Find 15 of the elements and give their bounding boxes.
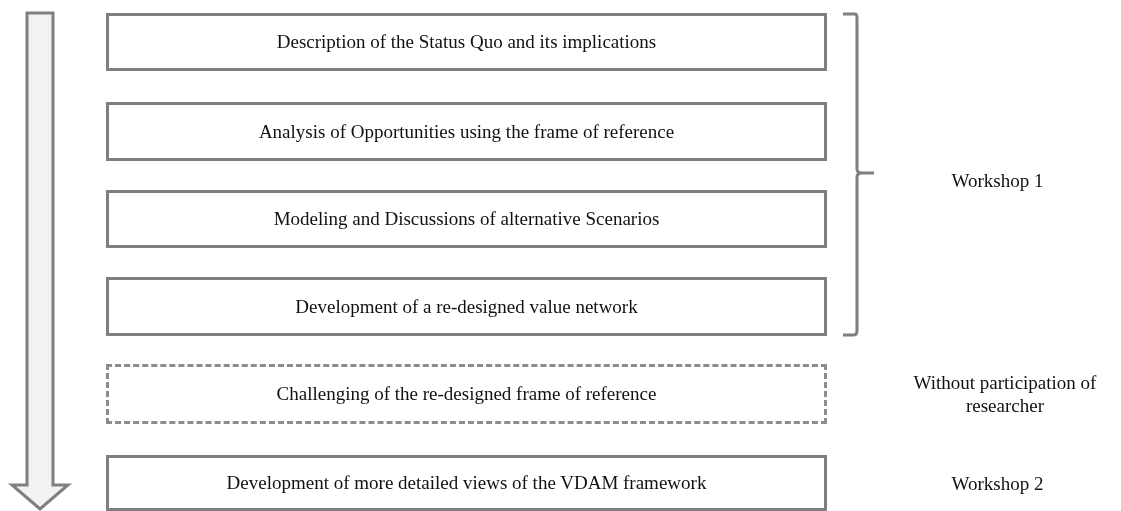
process-box — [106, 190, 827, 248]
step-text: Modeling and Discussions of alternative Scenarios — [273, 208, 660, 230]
step-text: Development of more detailed views of the VDAM framework — [226, 472, 707, 494]
step-text: Analysis of Opportunities using the frame of reference — [258, 120, 675, 143]
dashed-process-box — [106, 364, 827, 424]
process-box — [106, 102, 827, 161]
phase-label: Workshop 2 — [950, 473, 1045, 496]
step-text: Challenging of the re-designed frame of reference — [276, 383, 657, 405]
phase-label: Without participation of researcher — [912, 372, 1098, 418]
process-box — [106, 277, 827, 336]
process-box — [106, 13, 827, 71]
process-box — [106, 455, 827, 511]
phase-label: Workshop 1 — [950, 170, 1045, 193]
step-text: Description of the Status Quo and its implications — [276, 31, 657, 53]
step-text: Development of a re-designed value network — [295, 295, 638, 318]
